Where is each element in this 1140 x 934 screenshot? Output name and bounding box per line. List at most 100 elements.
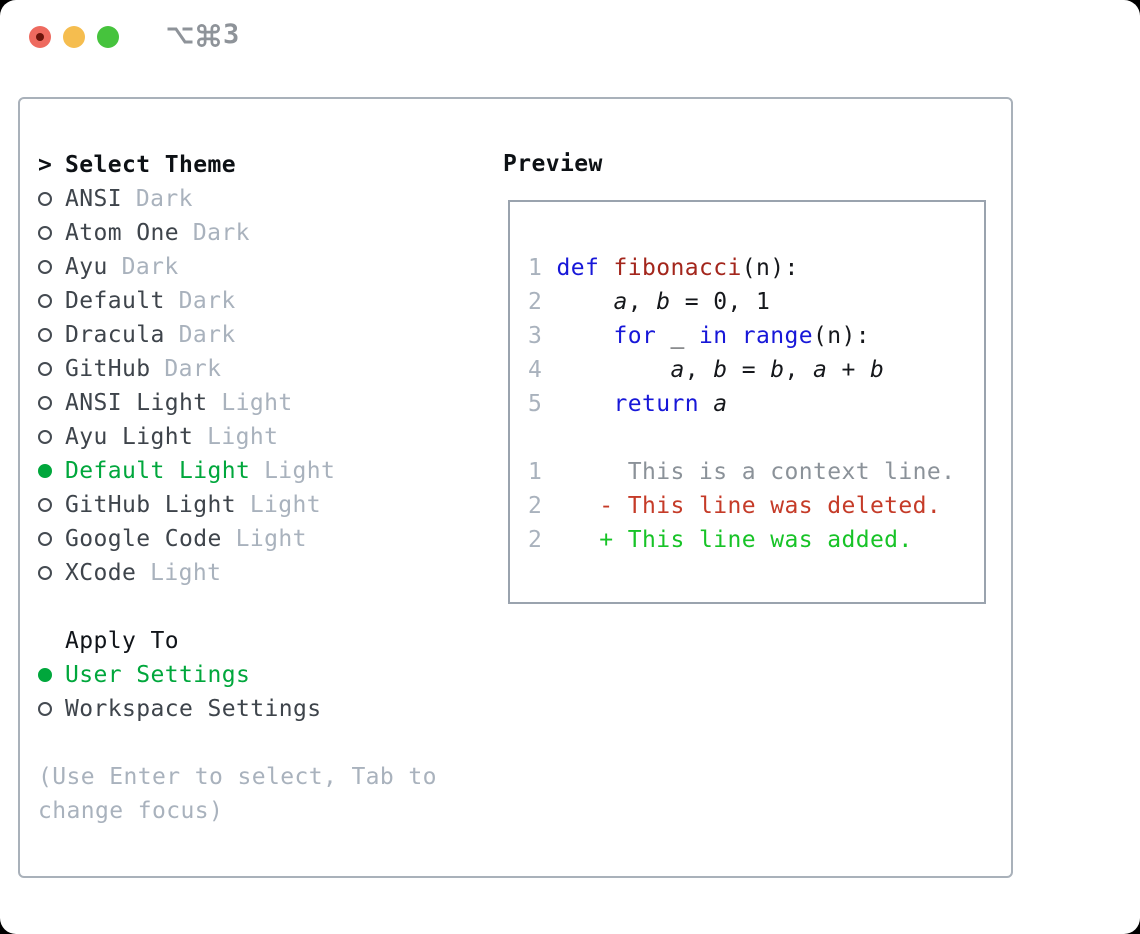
radio-icon (38, 226, 52, 240)
theme-option[interactable]: ANSI Dark (38, 182, 437, 216)
radio-icon (38, 396, 52, 410)
theme-variant-tag: Light (150, 560, 222, 586)
diff-text: This is a context line. (556, 459, 956, 485)
diff-line: 2 - This line was deleted. (528, 489, 955, 523)
theme-name: Google Code (65, 526, 222, 552)
line-number: 2 (528, 527, 557, 553)
line-number: 3 (528, 323, 557, 349)
code-text: return a (613, 391, 728, 417)
radio-icon (38, 362, 52, 376)
theme-name: Default Light (65, 458, 251, 484)
radio-icon (38, 498, 52, 512)
diff-line: 1 This is a context line. (528, 455, 955, 489)
diff-line: 2 + This line was added. (528, 523, 955, 557)
theme-option[interactable]: Dracula Dark (38, 318, 437, 352)
theme-variant-tag: Dark (178, 322, 236, 348)
close-button[interactable] (29, 26, 51, 48)
code-text: a, b = 0, 1 (613, 289, 771, 315)
selection-marker: > (38, 152, 53, 178)
theme-name: Default (65, 288, 165, 314)
theme-variant-tag: Light (235, 526, 307, 552)
left-column: > Select Theme ANSI Dark Atom One Dark A… (38, 148, 437, 828)
code-line: 3 for _ in range(n): (528, 319, 955, 353)
radio-icon (38, 430, 52, 444)
radio-icon (38, 328, 52, 342)
theme-variant-tag: Dark (192, 220, 250, 246)
theme-name: ANSI Light (65, 390, 208, 416)
theme-name: Ayu (65, 254, 108, 280)
apply-to-option[interactable]: Workspace Settings (38, 692, 437, 726)
theme-name: GitHub (65, 356, 151, 382)
theme-variant-tag: Dark (164, 356, 222, 382)
diff-sample: 1 This is a context line. 2 - This line … (528, 455, 955, 557)
theme-name: ANSI (65, 186, 122, 212)
theme-option[interactable]: Default Light Light (38, 454, 437, 488)
theme-option[interactable]: Ayu Dark (38, 250, 437, 284)
apply-to-option[interactable]: User Settings (38, 658, 437, 692)
line-number: 5 (528, 391, 557, 417)
apply-to-header: Apply To (38, 624, 437, 658)
theme-option[interactable]: XCode Light (38, 556, 437, 590)
theme-variant-tag: Light (264, 458, 336, 484)
radio-icon (38, 668, 52, 682)
apply-to-list: User Settings Workspace Settings (38, 658, 437, 726)
line-number: 4 (528, 357, 557, 383)
window-title-digit: 3 (223, 19, 240, 50)
theme-list-title: Select Theme (65, 152, 236, 178)
diff-text: + This line was added. (556, 527, 913, 553)
theme-variant-tag: Dark (121, 254, 179, 280)
code-sample: 1 def fibonacci(n): 2 a, b = 0, 1 3 for … (528, 251, 955, 421)
preview-code: 1 def fibonacci(n): 2 a, b = 0, 1 3 for … (528, 251, 955, 557)
code-line: 2 a, b = 0, 1 (528, 285, 955, 319)
theme-list: ANSI Dark Atom One Dark Ayu Dark Default… (38, 182, 437, 590)
code-line: 4 a, b = b, a + b (528, 353, 955, 387)
theme-picker-panel: > Select Theme ANSI Dark Atom One Dark A… (18, 97, 1013, 878)
theme-option[interactable]: ANSI Light Light (38, 386, 437, 420)
theme-name: XCode (65, 560, 137, 586)
theme-list-header: > Select Theme (38, 148, 437, 182)
code-text: for _ in range(n): (613, 323, 870, 349)
apply-to-name: Workspace Settings (65, 696, 322, 722)
apply-to-title: Apply To (65, 628, 179, 654)
theme-variant-tag: Light (249, 492, 322, 518)
code-text: def fibonacci(n): (556, 255, 799, 281)
theme-name: Dracula (65, 322, 165, 348)
apply-to-name: User Settings (65, 662, 251, 688)
theme-name: Atom One (65, 220, 179, 246)
line-number: 2 (528, 493, 557, 519)
line-number: 2 (528, 289, 557, 315)
code-line: 1 def fibonacci(n): (528, 251, 955, 285)
radio-icon (38, 260, 52, 274)
spacer (528, 421, 955, 455)
theme-option[interactable]: Atom One Dark (38, 216, 437, 250)
radio-icon (38, 464, 52, 478)
theme-name: GitHub Light (65, 492, 236, 518)
radio-icon (38, 702, 52, 716)
command-key-icon (195, 22, 222, 49)
spacer (38, 726, 437, 760)
radio-icon (38, 294, 52, 308)
minimize-button[interactable] (63, 26, 85, 48)
theme-variant-tag: Light (221, 390, 293, 416)
preview-box: 1 def fibonacci(n): 2 a, b = 0, 1 3 for … (508, 200, 986, 604)
line-number: 1 (528, 459, 557, 485)
code-text: a, b = b, a + b (670, 357, 885, 383)
titlebar: 3 (0, 0, 1140, 62)
line-number: 1 (528, 255, 557, 281)
theme-option[interactable]: GitHub Dark (38, 352, 437, 386)
theme-variant-tag: Dark (135, 186, 193, 212)
theme-option[interactable]: Ayu Light Light (38, 420, 437, 454)
window-title: 3 (166, 20, 239, 50)
zoom-button[interactable] (97, 26, 119, 48)
theme-option[interactable]: GitHub Light Light (38, 488, 437, 522)
hint-line-2: change focus) (38, 798, 224, 824)
theme-option[interactable]: Google Code Light (38, 522, 437, 556)
theme-variant-tag: Light (207, 424, 279, 450)
radio-icon (38, 192, 52, 206)
theme-variant-tag: Dark (178, 288, 236, 314)
theme-name: Ayu Light (65, 424, 194, 450)
preview-title: Preview (503, 151, 603, 177)
theme-option[interactable]: Default Dark (38, 284, 437, 318)
spacer (38, 590, 437, 624)
